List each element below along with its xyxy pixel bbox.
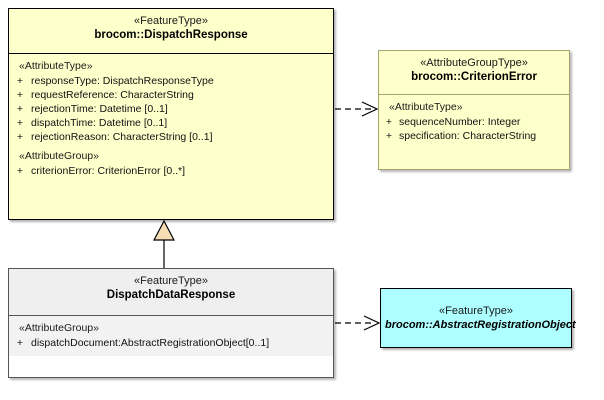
attribute-label: responseType: DispatchResponseType [31, 75, 214, 87]
attribute-label: sequenceNumber: Integer [399, 116, 521, 128]
attribute-row[interactable]: + dispatchTime: Datetime [0..1] [9, 116, 333, 130]
attribute-group-label: «AttributeGroup» [19, 322, 99, 334]
class-stereotype: «FeatureType» [134, 15, 208, 27]
class-box-dispatch-data-response[interactable]: «FeatureType» DispatchDataResponse «Attr… [8, 268, 334, 378]
visibility-marker: + [385, 130, 393, 142]
class-stereotype: «FeatureType» [439, 304, 513, 317]
dependency-dispatchdataresponse-to-abstractregistrationobject[interactable] [335, 315, 381, 331]
attribute-label: specification: CharacterString [399, 130, 537, 142]
class-name: brocom::CriterionError [411, 71, 537, 84]
attribute-row[interactable]: + responseType: DispatchResponseType [9, 74, 333, 88]
class-attributes-dispatch-data-response: «AttributeGroup» + dispatchDocument:Abst… [9, 316, 333, 356]
visibility-marker: + [16, 165, 24, 177]
attribute-row[interactable]: + dispatchDocument:AbstractRegistrationO… [9, 336, 333, 350]
attribute-row[interactable]: + sequenceNumber: Integer [379, 115, 569, 129]
class-name: brocom::DispatchResponse [94, 29, 248, 42]
attribute-label: rejectionReason: CharacterString [0..1] [31, 131, 213, 143]
attribute-row[interactable]: + rejectionReason: CharacterString [0..1… [9, 130, 333, 144]
attribute-label: requestReference: CharacterString [31, 89, 194, 101]
class-header-dispatch-response: «FeatureType» brocom::DispatchResponse [9, 9, 333, 54]
visibility-marker: + [16, 103, 24, 115]
open-arrowhead-icon [363, 315, 381, 331]
visibility-marker: + [16, 131, 24, 143]
attribute-label: rejectionTime: Datetime [0..1] [31, 103, 168, 115]
dependency-dispatchresponse-to-criterionerror[interactable] [335, 101, 379, 117]
visibility-marker: + [16, 117, 24, 129]
class-header-criterion-error: «AttributeGroupType» brocom::CriterionEr… [379, 51, 569, 95]
attribute-label: dispatchTime: Datetime [0..1] [31, 117, 168, 129]
class-box-dispatch-response[interactable]: «FeatureType» brocom::DispatchResponse «… [8, 8, 334, 220]
attribute-row[interactable]: + criterionError: CriterionError [0..*] [9, 164, 333, 178]
attribute-group-label: «AttributeGroup» [19, 150, 99, 162]
class-stereotype: «AttributeGroupType» [420, 57, 528, 69]
class-attributes-criterion-error: «AttributeType» + sequenceNumber: Intege… [379, 95, 569, 149]
attribute-group-label: «AttributeType» [389, 101, 463, 113]
class-stereotype: «FeatureType» [134, 275, 208, 287]
attribute-row[interactable]: + requestReference: CharacterString [9, 88, 333, 102]
class-header-dispatch-data-response: «FeatureType» DispatchDataResponse [9, 269, 333, 316]
visibility-marker: + [16, 89, 24, 101]
visibility-marker: + [385, 116, 393, 128]
attribute-group-label: «AttributeType» [19, 60, 93, 72]
attribute-row[interactable]: + rejectionTime: Datetime [0..1] [9, 102, 333, 116]
class-box-criterion-error[interactable]: «AttributeGroupType» brocom::CriterionEr… [378, 50, 570, 170]
class-header-abstract-registration-object: «FeatureType» brocom::AbstractRegistrati… [381, 289, 576, 347]
hollow-triangle-icon [153, 219, 175, 241]
class-box-abstract-registration-object[interactable]: «FeatureType» brocom::AbstractRegistrati… [380, 288, 576, 348]
class-attributes-dispatch-response: «AttributeType» + responseType: Dispatch… [9, 54, 333, 184]
class-name: brocom::AbstractRegistrationObject [385, 319, 576, 331]
open-arrowhead-icon [361, 101, 379, 117]
attribute-row[interactable]: + specification: CharacterString [379, 129, 569, 143]
visibility-marker: + [16, 337, 24, 349]
visibility-marker: + [16, 75, 24, 87]
class-name: DispatchDataResponse [106, 289, 236, 302]
attribute-label: criterionError: CriterionError [0..*] [31, 165, 186, 177]
generalization-dispatchdataresponse-to-dispatchresponse[interactable] [153, 219, 175, 268]
attribute-label: dispatchDocument:AbstractRegistrationObj… [31, 337, 270, 349]
